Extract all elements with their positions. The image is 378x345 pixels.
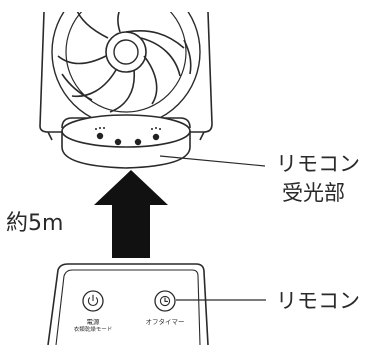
remote-inner-edge — [55, 269, 201, 345]
fan-stand-right — [199, 131, 205, 141]
off-timer-button-label: オフタイマー — [145, 318, 185, 326]
timer-icon — [159, 295, 171, 307]
power-icon — [87, 294, 99, 307]
distance-label: 約5m — [6, 211, 64, 236]
signal-arrow — [94, 170, 168, 258]
receiver-leader-line — [159, 155, 266, 167]
receiver-label-line1: リモコン — [276, 152, 360, 176]
fan-control-buttons — [95, 127, 161, 146]
power-button-sub-label: 衣類乾燥モード — [73, 327, 113, 333]
remote-label: リモコン — [276, 289, 360, 313]
fan-stand-left — [47, 131, 53, 141]
fan-base-side — [61, 131, 191, 169]
power-button-label: 電源 — [86, 318, 100, 326]
fan-grill — [51, 0, 201, 127]
fan-illustration — [0, 0, 378, 169]
fan-base-top-ellipse — [61, 114, 191, 148]
remote-body — [47, 263, 209, 345]
power-button — [82, 290, 104, 312]
remote-control — [47, 263, 209, 345]
off-timer-button — [154, 290, 176, 312]
receiver-label-line2: 受光部 — [282, 181, 345, 205]
